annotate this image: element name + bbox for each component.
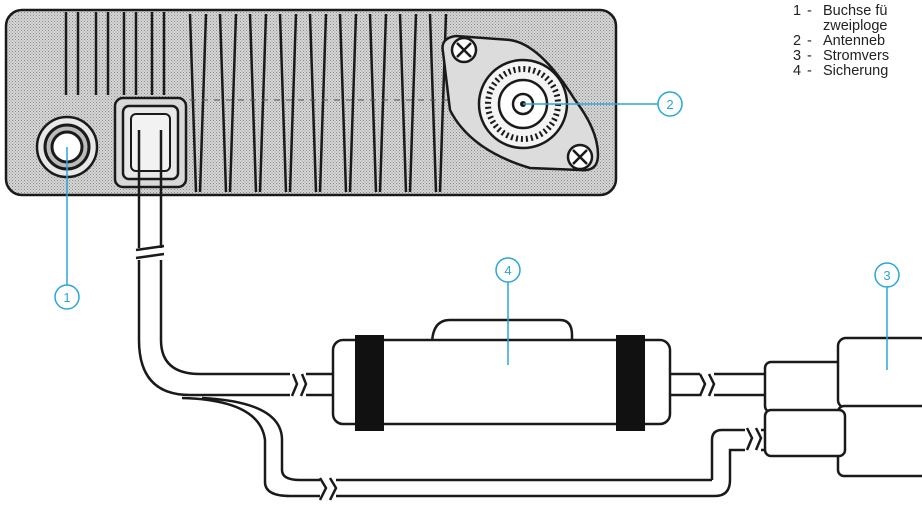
fuse-holder (331, 318, 765, 431)
legend-num: 3 (793, 48, 802, 64)
device-rear-panel (4, 8, 618, 197)
callout-3: 3 (874, 262, 900, 370)
legend-item-1: 1 - Buchse fü (793, 4, 922, 19)
callout-2-label: 2 (666, 97, 673, 112)
legend-item-2: 2 - Antenneb (793, 34, 922, 49)
legend-text: zweiploge (823, 18, 888, 34)
legend-dash: - (807, 33, 812, 49)
callout-4: 4 (495, 257, 521, 365)
callout-2: 2 (523, 91, 683, 117)
callout-4-label: 4 (504, 263, 511, 278)
legend-text: Antenneb (823, 33, 886, 49)
callout-3-label: 3 (883, 268, 890, 283)
legend-dash: - (807, 4, 812, 19)
legend-num: 1 (793, 4, 802, 19)
legend-dash: - (807, 48, 812, 64)
legend-text: Sicherung (823, 63, 889, 79)
legend-item-1-cont: zweiploge (793, 19, 922, 34)
legend-text: Buchse fü (823, 4, 888, 19)
power-cable (135, 130, 770, 501)
power-cable-grommet (113, 96, 188, 189)
legend-text: Stromvers (823, 48, 890, 64)
legend-item-4: 4 - Sicherung (793, 64, 922, 79)
heatsink-fins (64, 12, 450, 193)
legend-num: 2 (793, 33, 802, 49)
callout-1: 1 (54, 147, 80, 310)
callout-1-label: 1 (63, 290, 70, 305)
legend-num: 4 (793, 63, 802, 79)
legend-item-3: 3 - Stromvers (793, 49, 922, 64)
legend: 1 - Buchse fü zweiploge 2 - Antenneb 3 -… (793, 4, 922, 79)
legend-dash: - (807, 63, 812, 79)
power-plug (763, 336, 922, 478)
